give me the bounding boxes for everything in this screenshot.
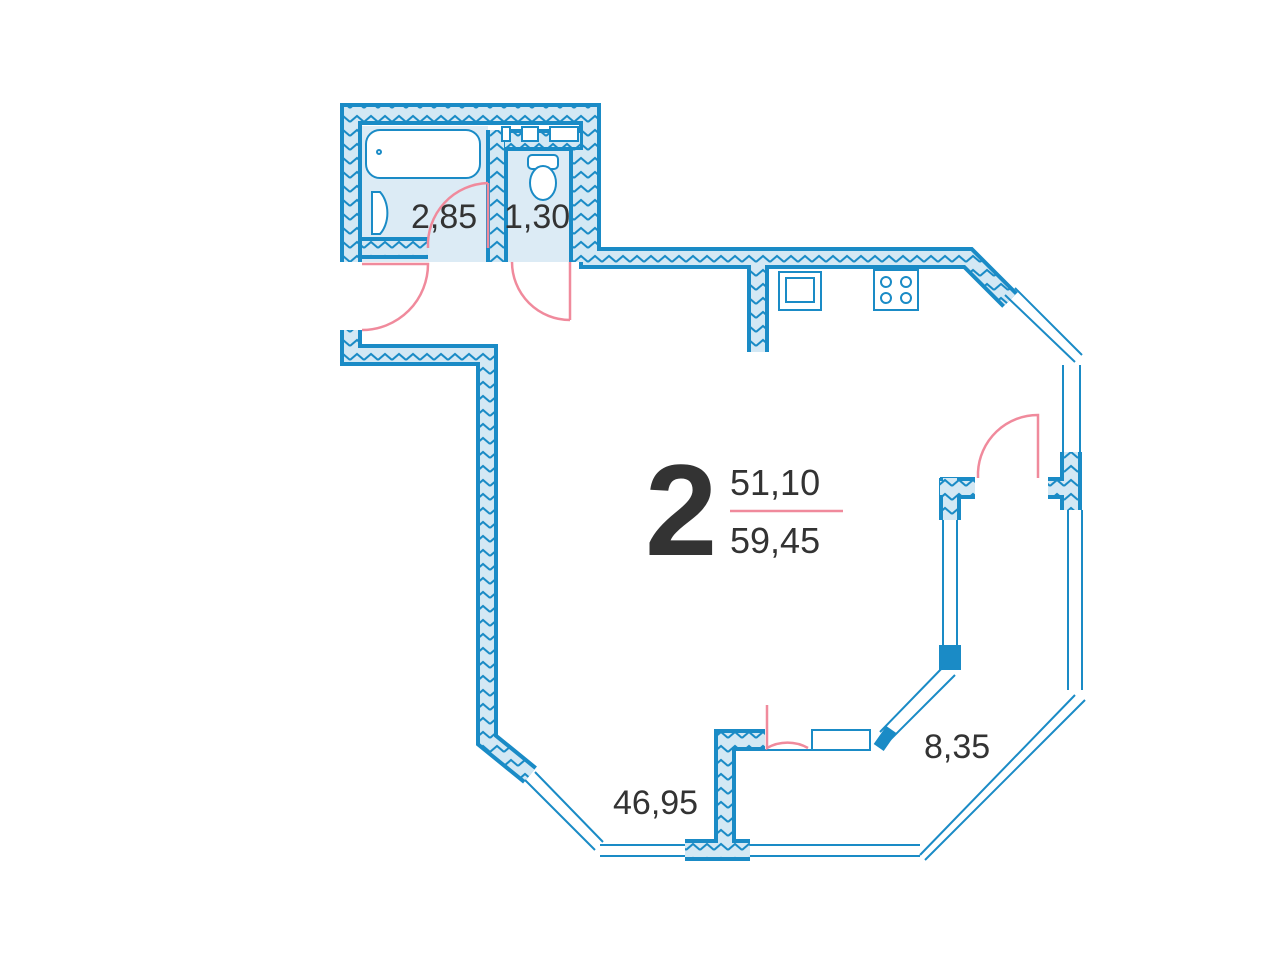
stove-icon (873, 269, 919, 311)
walls (340, 103, 1082, 861)
bathroom-area: 2,85 (411, 198, 478, 236)
living-area: 51,10 (730, 462, 821, 503)
toilet-area: 1,30 (504, 198, 571, 236)
sink-icon (371, 191, 389, 235)
doors (361, 181, 1040, 751)
balcony-area: 8,35 (924, 728, 991, 766)
bathtub-icon (365, 129, 481, 179)
total-area: 59,45 (730, 520, 821, 561)
windows (524, 287, 1086, 861)
fixtures (365, 126, 919, 311)
main-room-area: 46,95 (613, 784, 699, 822)
rooms-count: 2 (645, 437, 718, 583)
